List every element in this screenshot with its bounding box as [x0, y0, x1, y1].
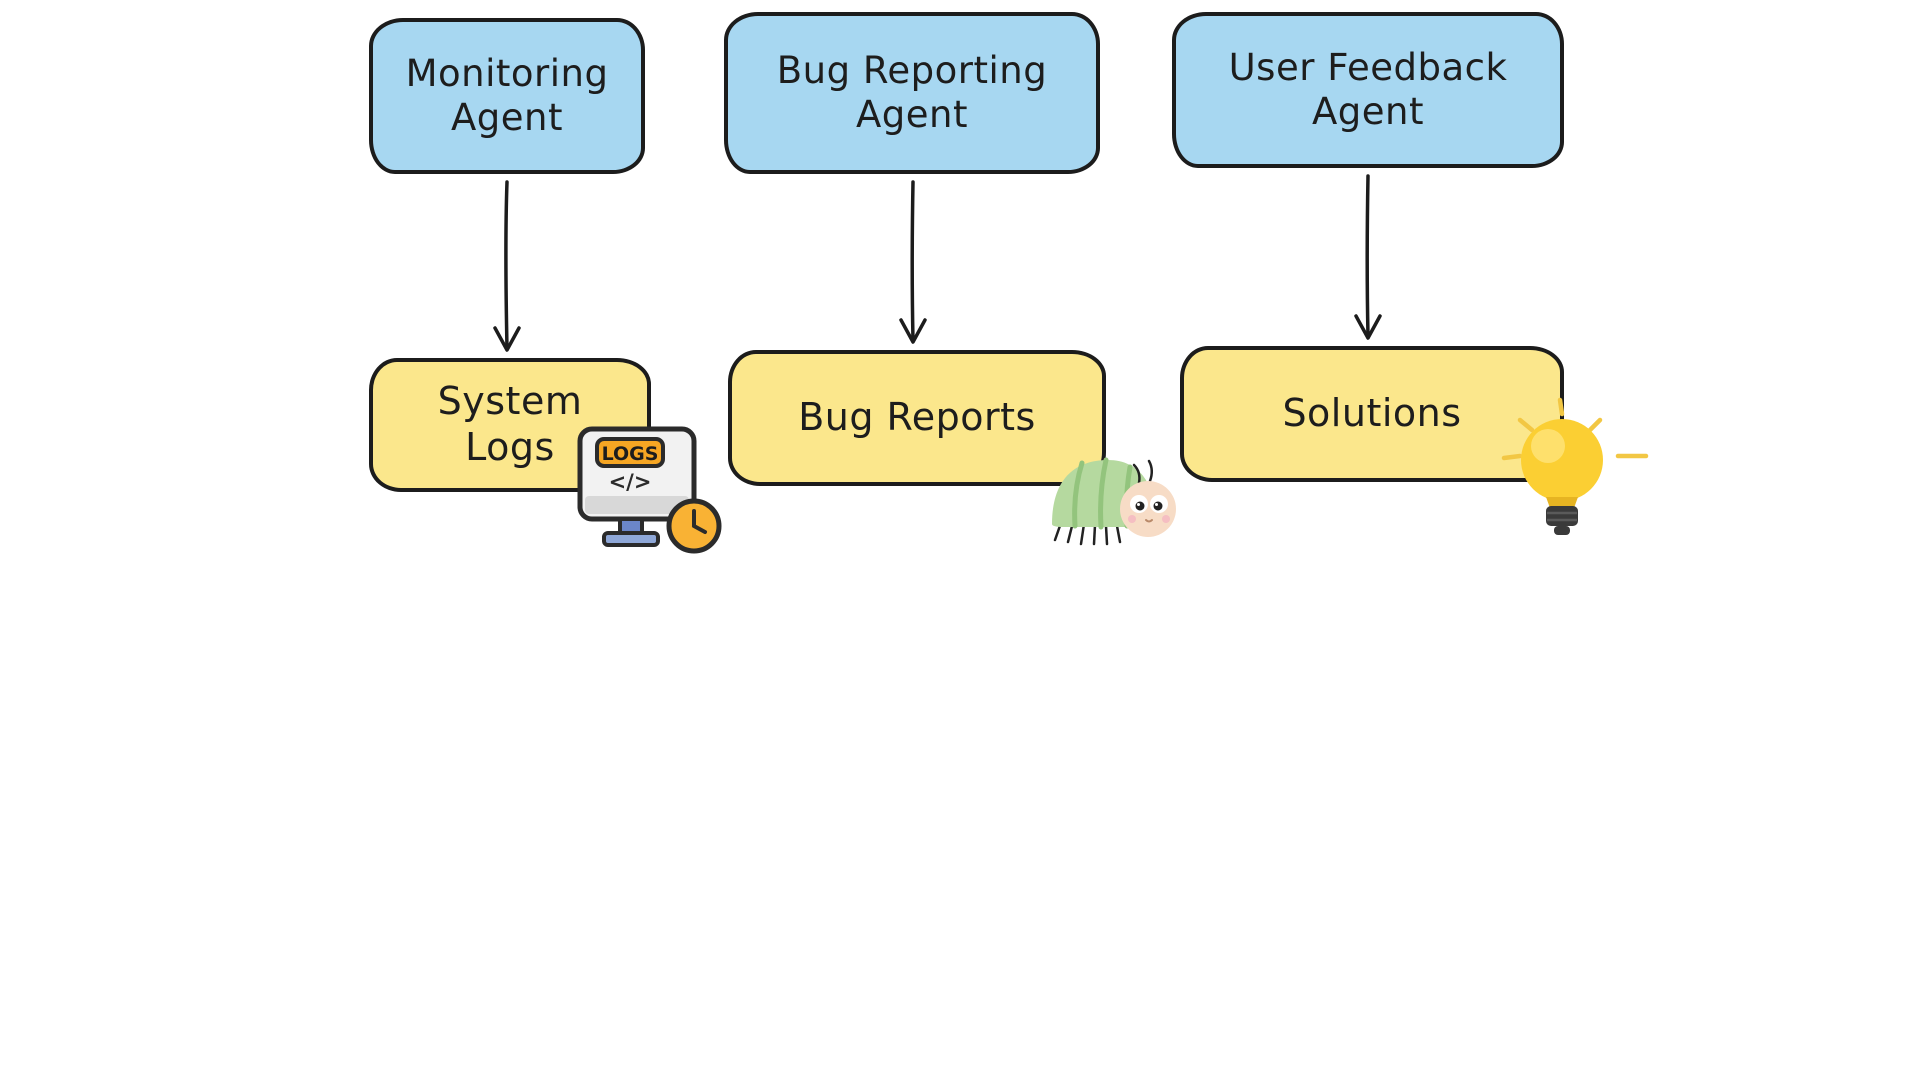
- agent-box-monitoring: Monitoring Agent: [369, 18, 645, 174]
- agent-label-monitoring: Monitoring Agent: [405, 51, 609, 139]
- arrow-bug-reporting-to-bug-reports: [899, 180, 927, 344]
- agent-label-bug-reporting: Bug Reporting Agent: [776, 48, 1048, 136]
- logs-badge-label: LOGS: [602, 443, 659, 465]
- agent-box-user-feedback: User Feedback Agent: [1172, 12, 1564, 168]
- agent-label-user-feedback: User Feedback Agent: [1228, 45, 1508, 133]
- artifact-label-bug-reports: Bug Reports: [798, 395, 1036, 440]
- system-logs-monitor-icon: LOGS </>: [572, 424, 724, 560]
- bug-icon: [1042, 430, 1182, 548]
- code-glyph: </>: [609, 470, 652, 494]
- artifact-label-system-logs: System Logs: [437, 379, 583, 469]
- arrow-monitoring-to-system-logs: [493, 180, 521, 352]
- artifact-label-solutions: Solutions: [1282, 391, 1462, 436]
- lightbulb-icon: [1500, 394, 1650, 556]
- arrow-user-feedback-to-solutions: [1354, 174, 1382, 340]
- artifact-box-bug-reports: Bug Reports: [728, 350, 1106, 486]
- agent-box-bug-reporting: Bug Reporting Agent: [724, 12, 1100, 174]
